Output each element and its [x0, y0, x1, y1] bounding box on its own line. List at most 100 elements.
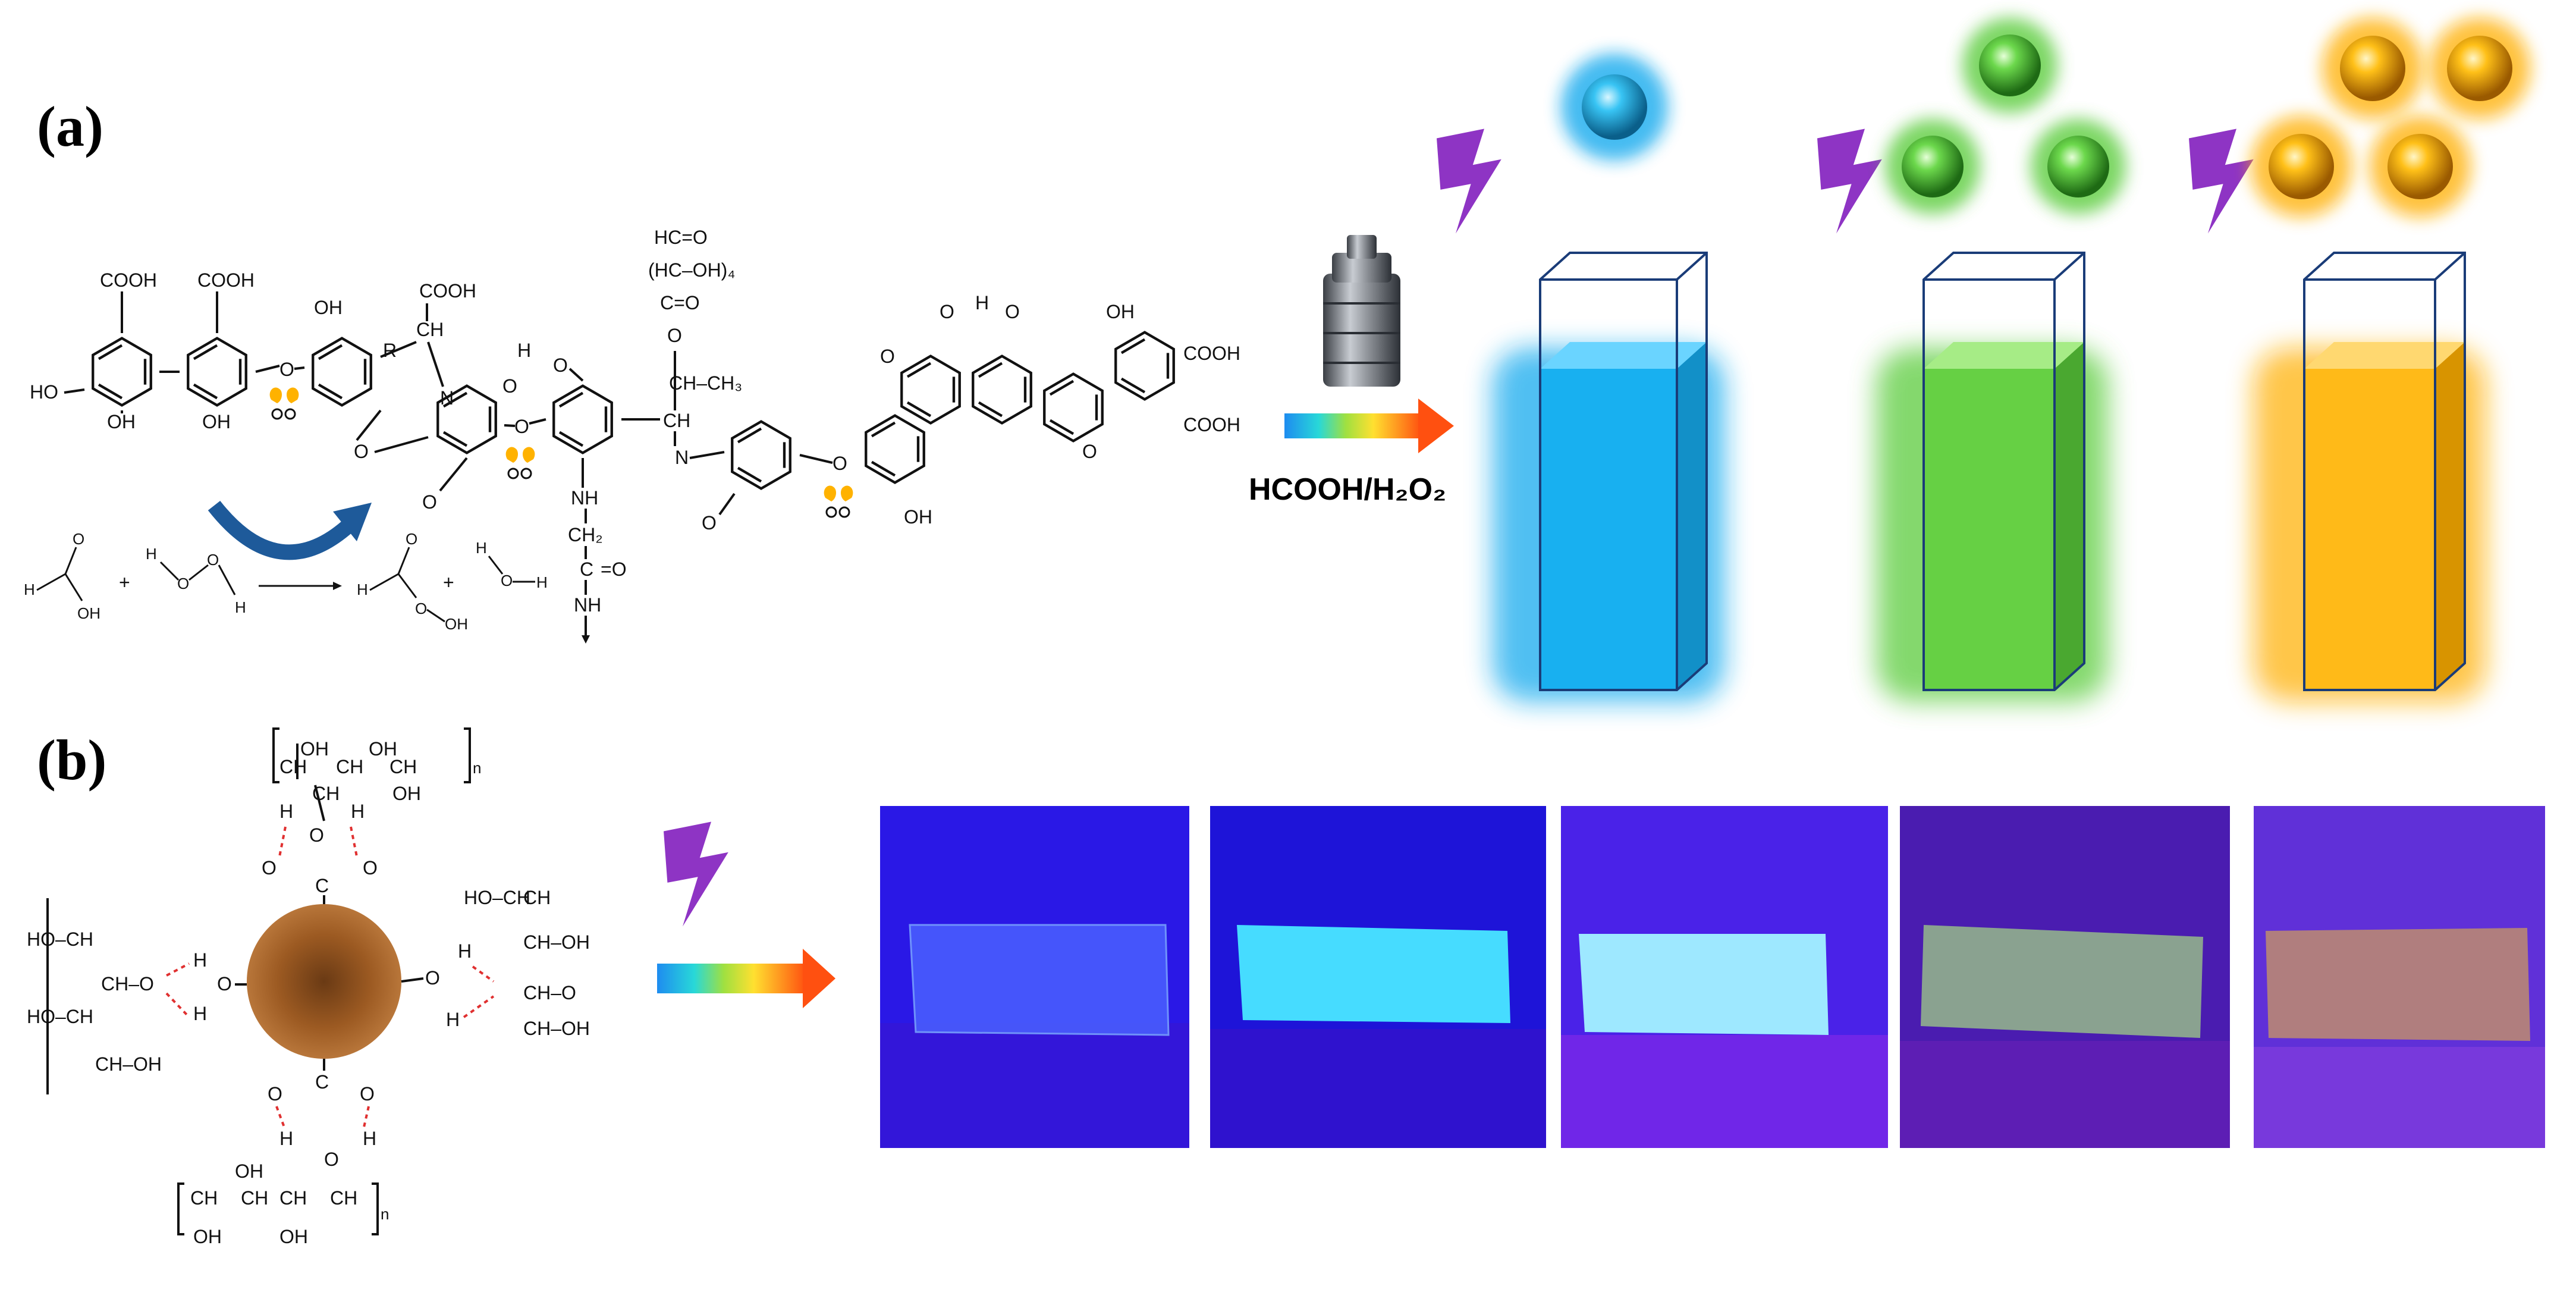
film-photo-1 — [880, 806, 1189, 1148]
panel-a-label: (a) — [37, 95, 103, 158]
svg-text:C: C — [315, 875, 329, 896]
vial-green — [1876, 252, 2108, 702]
curved-arrow-head — [333, 503, 372, 541]
svg-text:HO–CH: HO–CH — [27, 929, 93, 950]
film-photo-3 — [1561, 806, 1888, 1148]
o-link-3: O — [833, 453, 847, 474]
o-ring-5: O — [1005, 301, 1020, 322]
svg-text:CH–O: CH–O — [523, 982, 576, 1003]
svg-text:CH: CH — [523, 887, 551, 908]
svg-text:O: O — [262, 857, 277, 879]
ketone-o-3: O — [702, 512, 717, 534]
rainbow-arrow-a-head — [1418, 399, 1454, 453]
film-photo-5 — [2254, 806, 2545, 1148]
o-link-1: O — [279, 359, 294, 380]
svg-text:O: O — [363, 857, 378, 879]
svg-text:O: O — [217, 973, 232, 995]
uv-lightning-icon-3 — [2189, 128, 2254, 234]
svg-text:+: + — [119, 572, 130, 593]
svg-text:CH: CH — [241, 1187, 268, 1209]
svg-text:O: O — [324, 1149, 339, 1170]
h-bond-label: H — [517, 340, 531, 361]
svg-text:OH: OH — [300, 738, 329, 760]
carbon-dot-center — [247, 904, 401, 1059]
svg-text:O: O — [309, 824, 324, 846]
svg-text:CH: CH — [389, 756, 417, 777]
svg-text:CH: CH — [330, 1187, 357, 1209]
oh-label-2: OH — [202, 411, 231, 432]
svg-text:CH: CH — [336, 756, 363, 777]
pva-network: OH OH CH CH CH CH OH n O H H O O C HO–CH… — [27, 727, 590, 1247]
svg-text:C: C — [315, 1071, 329, 1093]
curved-arrow — [208, 500, 356, 560]
lignin-structure: COOH COOH HO OH OH O OH R CH COOH N O O … — [30, 227, 1240, 644]
vial-cyan — [1493, 252, 1724, 702]
svg-text:O: O — [425, 967, 440, 989]
formic-acid-equation: H O OH + H O O H H O O OH + H O H — [24, 530, 548, 633]
c-dbl-o: =O — [601, 559, 627, 580]
svg-text:O: O — [406, 530, 417, 548]
svg-text:CH: CH — [279, 1187, 307, 1209]
svg-text:O: O — [415, 600, 427, 617]
oh-label-1: OH — [107, 411, 136, 432]
svg-text:OH: OH — [193, 1226, 222, 1247]
hc-o-label: HC=O — [654, 227, 708, 248]
film-photo-4 — [1900, 806, 2230, 1148]
uv-lightning-icon-4 — [664, 821, 728, 927]
ketone-o-2: O — [502, 375, 517, 397]
svg-text:H: H — [351, 801, 365, 822]
svg-text:O: O — [207, 551, 219, 569]
ketone-o-4: O — [880, 346, 895, 367]
orange-quantum-dots — [2251, 18, 2530, 217]
ho-label-1: HO — [30, 381, 58, 403]
cooh-label-2: COOH — [197, 269, 255, 291]
svg-text:H: H — [536, 573, 548, 591]
oh-label-3: OH — [314, 297, 343, 318]
svg-text:CH–O: CH–O — [101, 973, 154, 995]
svg-text:O: O — [268, 1083, 282, 1105]
film-photo-2 — [1210, 806, 1546, 1148]
panel-b-label: (b) — [37, 728, 106, 792]
cooh-label-5: COOH — [1183, 414, 1240, 435]
oh-label-5: OH — [1106, 301, 1135, 322]
svg-text:O: O — [177, 575, 189, 592]
svg-text:+: + — [443, 572, 454, 593]
svg-text:HO–CH: HO–CH — [27, 1006, 93, 1027]
rainbow-arrow-a — [1284, 413, 1421, 438]
svg-text:CH: CH — [279, 756, 307, 777]
svg-text:O: O — [360, 1083, 375, 1105]
ketone-o-5: O — [940, 301, 954, 322]
svg-text:H: H — [193, 1003, 207, 1024]
svg-text:H: H — [279, 1128, 293, 1149]
green-quantum-dots — [1885, 18, 2126, 214]
rainbow-arrow-b-head — [803, 949, 835, 1008]
uv-lightning-icon-1 — [1437, 128, 1501, 234]
svg-text:n: n — [381, 1205, 389, 1223]
svg-text:H: H — [476, 539, 487, 557]
cyan-quantum-dot — [1561, 54, 1668, 161]
rainbow-arrow-b — [657, 964, 806, 993]
uv-lightning-icon-2 — [1817, 128, 1882, 234]
svg-text:OH: OH — [392, 783, 421, 804]
n-label-2: N — [675, 447, 689, 468]
o-ring4: O — [553, 355, 568, 376]
svg-text:CH–OH: CH–OH — [523, 1018, 590, 1039]
svg-text:OH: OH — [77, 604, 100, 622]
nh-label-2: NH — [574, 594, 601, 616]
oh-label-4: OH — [904, 506, 932, 528]
svg-text:H: H — [146, 545, 157, 563]
ch-label-2: CH — [663, 410, 690, 431]
o-link-2: O — [514, 416, 529, 437]
ch-label-1: CH — [416, 319, 444, 340]
svg-text:CH–OH: CH–OH — [95, 1053, 162, 1075]
c-label: C — [580, 559, 593, 580]
svg-text:HO–CH: HO–CH — [464, 887, 530, 908]
svg-text:H: H — [446, 1009, 460, 1030]
nh-label-1: NH — [571, 487, 598, 509]
o-ring-label: O — [354, 441, 369, 462]
svg-text:OH: OH — [369, 738, 397, 760]
c-o-label: C=O — [660, 292, 700, 313]
svg-text:H: H — [193, 949, 207, 971]
vial-orange — [2254, 252, 2486, 702]
